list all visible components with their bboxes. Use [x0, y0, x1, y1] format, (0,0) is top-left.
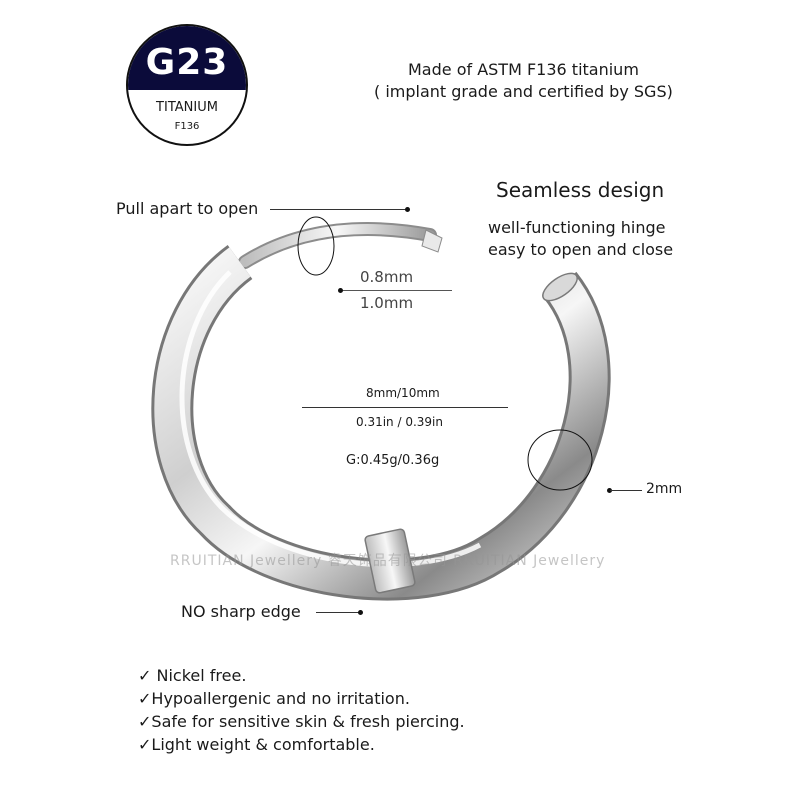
- thickness-dot: [607, 488, 612, 493]
- pin-tip: [421, 229, 443, 253]
- hinge-collar: [364, 528, 416, 594]
- thickness-leader: [610, 490, 642, 491]
- design-title: Seamless design: [496, 178, 665, 202]
- open-close-line: easy to open and close: [488, 240, 674, 259]
- weight-spec: G:0.45g/0.36g: [346, 453, 440, 468]
- badge-standard: F136: [174, 121, 200, 132]
- benefit-item-sensitive-skin: ✓Safe for sensitive skin & fresh piercin…: [138, 712, 465, 731]
- brand-watermark: RRUITIAN Jewellery 睿天饰品有限公司 RRUITIAN Jew…: [170, 553, 606, 569]
- pull-apart-label: Pull apart to open: [116, 199, 259, 218]
- pull-apart-leader: [270, 209, 408, 210]
- badge-header: [128, 26, 246, 90]
- hinge-line: well-functioning hinge: [488, 218, 666, 237]
- badge-grade: G23: [145, 42, 229, 83]
- hinge-pin-highlight: [240, 224, 435, 267]
- g23-titanium-badge: G23 TITANIUM F136: [126, 24, 248, 146]
- check-icon: ✓: [138, 735, 152, 754]
- pin-size-dot: [338, 288, 343, 293]
- thickness-circle: [527, 429, 593, 491]
- hoop-body: [154, 247, 608, 598]
- thickness-label: 2mm: [646, 481, 683, 497]
- benefit-item-light-weight: ✓Light weight & comfortable.: [138, 735, 375, 754]
- pin-size-divider: [340, 290, 452, 291]
- certification-line: ( implant grade and certified by SGS): [374, 82, 673, 101]
- pull-apart-dot: [405, 207, 410, 212]
- badge-material: TITANIUM: [156, 100, 218, 115]
- pin-size-large: 1.0mm: [360, 294, 414, 312]
- pull-apart-circle: [297, 216, 335, 276]
- pin-size-small: 0.8mm: [360, 268, 414, 286]
- no-sharp-edge-leader: [316, 612, 360, 613]
- diameter-line: [302, 407, 508, 408]
- benefit-item-hypoallergenic: ✓Hypoallergenic and no irritation.: [138, 689, 410, 708]
- no-sharp-edge-dot: [358, 610, 363, 615]
- benefits-list: ✓ Nickel free. ✓Hypoallergenic and no ir…: [138, 664, 465, 756]
- check-icon: ✓: [138, 689, 152, 708]
- diameter-in: 0.31in / 0.39in: [356, 415, 443, 429]
- check-icon: ✓: [138, 666, 152, 685]
- benefit-item-nickel-free: ✓ Nickel free.: [138, 666, 247, 685]
- hoop-end-cap: [542, 272, 578, 302]
- check-icon: ✓: [138, 712, 152, 731]
- material-line: Made of ASTM F136 titanium: [408, 60, 639, 79]
- no-sharp-edge-label: NO sharp edge: [181, 602, 301, 621]
- diameter-mm: 8mm/10mm: [366, 386, 440, 400]
